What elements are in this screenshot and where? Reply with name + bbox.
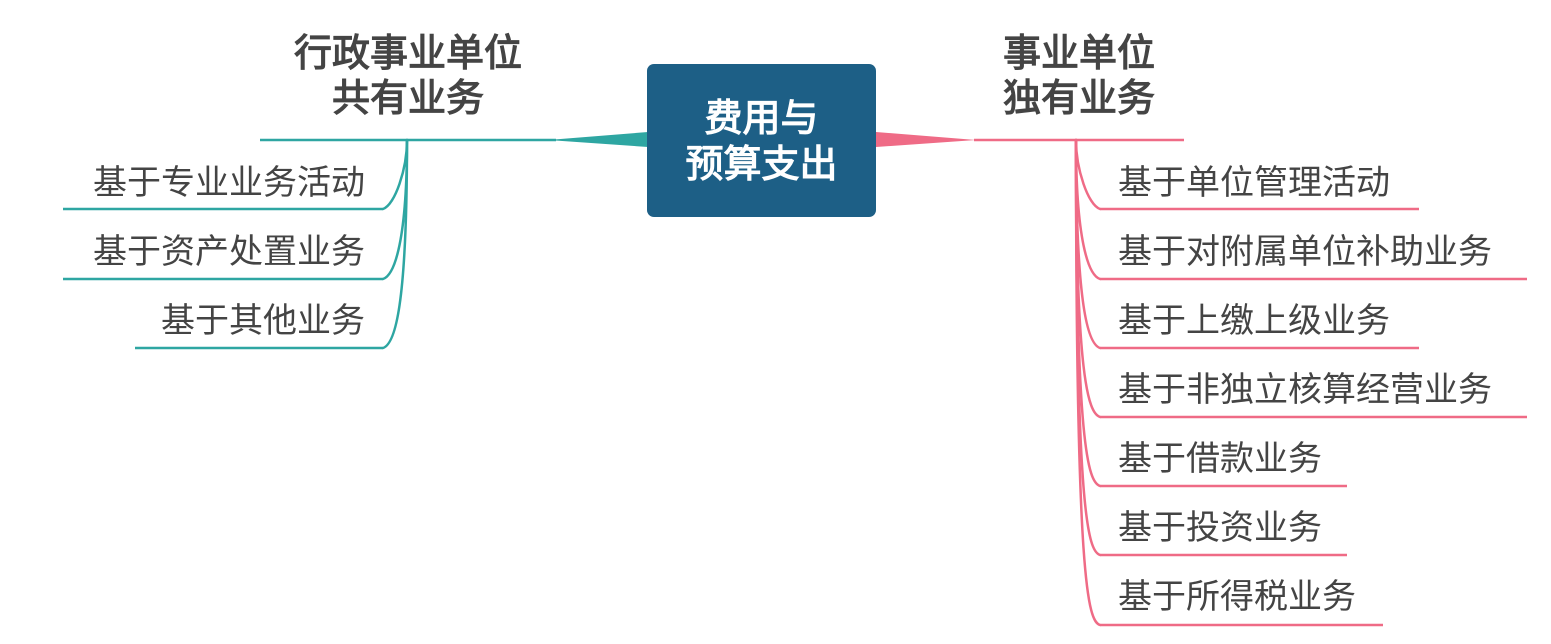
curve-left-3 (381, 138, 409, 350)
subtopic-left-1[interactable]: 基于专业业务活动 (93, 163, 365, 203)
curve-right-1 (1074, 138, 1102, 211)
main-topic-right[interactable]: 事业单位 独有业务 (974, 31, 1184, 121)
main-topic-left[interactable]: 行政事业单位 共有业务 (260, 31, 556, 121)
subtopic-right-1[interactable]: 基于单位管理活动 (1118, 163, 1390, 203)
subtopic-right-2[interactable]: 基于对附属单位补助业务 (1118, 232, 1492, 272)
subtopic-right-7[interactable]: 基于所得税业务 (1118, 577, 1356, 617)
subtopic-right-4[interactable]: 基于非独立核算经营业务 (1118, 370, 1492, 410)
subtopic-right-5[interactable]: 基于借款业务 (1118, 439, 1322, 479)
main-topic-right-line-2: 独有业务 (1002, 76, 1155, 120)
curve-right-7 (1074, 138, 1102, 627)
subtopic-right-3[interactable]: 基于上缴上级业务 (1118, 301, 1390, 341)
central-topic-line-1: 费用与 (704, 95, 819, 140)
connector-center-right (876, 132, 976, 147)
subtopic-left-2[interactable]: 基于资产处置业务 (93, 232, 365, 272)
connector-center-left (548, 132, 648, 147)
main-topic-left-line-1: 行政事业单位 (293, 31, 522, 75)
main-topic-right-line-1: 事业单位 (1002, 31, 1155, 75)
subtopic-left-3[interactable]: 基于其他业务 (161, 301, 365, 341)
curve-left-1 (381, 138, 409, 211)
subtopic-right-6[interactable]: 基于投资业务 (1118, 508, 1322, 548)
main-topic-left-line-2: 共有业务 (331, 76, 484, 120)
central-topic[interactable]: 费用与 预算支出 (647, 64, 876, 217)
central-topic-line-2: 预算支出 (685, 141, 838, 186)
